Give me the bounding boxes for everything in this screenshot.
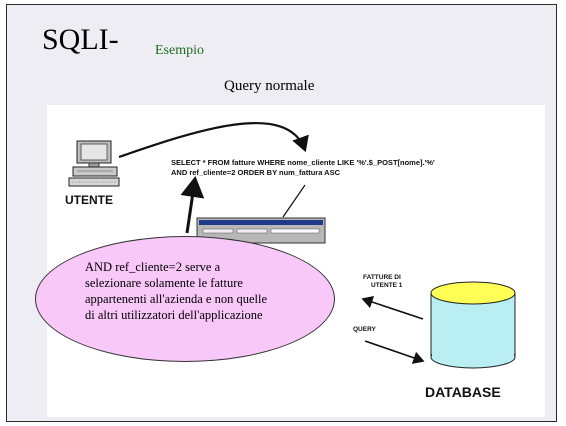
- callout-text: AND ref_cliente=2 serve a selezionare so…: [85, 259, 345, 323]
- slide: SQLI- Esempio Query normale: [6, 4, 557, 422]
- user-label: UTENTE: [65, 193, 113, 207]
- sql-query: SELECT * FROM fatture WHERE nome_cliente…: [171, 158, 541, 178]
- results-arrow: [361, 295, 424, 320]
- submit-arrow: [180, 176, 205, 234]
- database-icon: [430, 281, 516, 369]
- diagram-caption: Query normale: [224, 78, 315, 94]
- results-label-line: FATTURE DI: [363, 274, 401, 281]
- query-arrow: [364, 340, 425, 364]
- database-label: DATABASE: [425, 384, 501, 400]
- slide-title: SQLI-: [42, 23, 119, 56]
- results-label-line: UTENTE 1: [371, 282, 403, 289]
- query-pointer-line: [282, 184, 306, 218]
- callout-line: selezionare solamente le fatture: [85, 276, 243, 290]
- callout-line: AND ref_cliente=2 serve a: [85, 260, 221, 274]
- request-arrow: [118, 122, 309, 159]
- diagram-graphics: [68, 122, 516, 369]
- sql-query-line: SELECT * FROM fatture WHERE nome_cliente…: [171, 158, 435, 167]
- computer-icon: [68, 140, 120, 187]
- callout-line: appartenenti all'azienda e non quelle: [85, 292, 268, 306]
- slide-subtitle: Esempio: [155, 43, 204, 58]
- callout-bubble: [35, 236, 335, 362]
- callout-line: di altri utilizzatori dell'applicazione: [85, 308, 263, 322]
- query-label: QUERY: [353, 326, 376, 333]
- sql-query-line: AND ref_cliente=2 ORDER BY num_fattura A…: [171, 168, 340, 177]
- results-label: FATTURE DI UTENTE 1: [363, 274, 423, 290]
